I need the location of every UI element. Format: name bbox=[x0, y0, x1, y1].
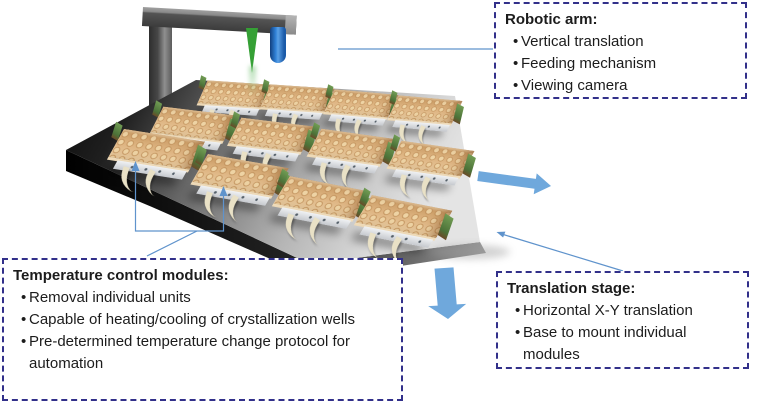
temperature-control-module bbox=[306, 122, 396, 190]
module-cable bbox=[281, 213, 307, 241]
list-item: Capable of heating/cooling of crystalliz… bbox=[21, 309, 381, 331]
callout-list: Horizontal X-Y translation Base to mount… bbox=[507, 300, 739, 366]
temperature-control-module bbox=[386, 134, 476, 202]
platform-front-face bbox=[66, 150, 486, 279]
module-cable bbox=[200, 191, 226, 219]
callout-list: Removal individual units Capable of heat… bbox=[13, 287, 393, 375]
callout-translation-stage: Translation stage: Horizontal X-Y transl… bbox=[496, 271, 749, 369]
list-item: Feeding mechanism bbox=[513, 53, 737, 75]
list-item: Viewing camera bbox=[513, 75, 737, 97]
callout-robotic-arm: Robotic arm: Vertical translation Feedin… bbox=[494, 2, 747, 99]
temperature-control-module bbox=[259, 79, 337, 136]
module-cable bbox=[396, 174, 419, 198]
callout-list: Vertical translation Feeding mechanism V… bbox=[505, 31, 737, 97]
callout-title: Translation stage: bbox=[507, 280, 636, 297]
callout-temperature-modules: Temperature control modules: Removal ind… bbox=[2, 258, 403, 401]
list-item: Horizontal X-Y translation bbox=[515, 300, 720, 322]
temperature-control-module bbox=[353, 187, 454, 265]
camera-cylinder-icon bbox=[270, 27, 286, 63]
callout-title: Temperature control modules: bbox=[13, 267, 229, 284]
list-item: Removal individual units bbox=[21, 287, 381, 309]
dispenser-glow bbox=[249, 66, 256, 96]
temperature-control-module bbox=[323, 84, 400, 141]
list-item: Vertical translation bbox=[513, 31, 737, 53]
temperature-control-module bbox=[227, 111, 317, 179]
gantry-beam-cap bbox=[284, 14, 297, 35]
list-item: Pre-determined temperature change protoc… bbox=[21, 331, 381, 375]
platform-shadow bbox=[430, 245, 510, 259]
callout-title: Robotic arm: bbox=[505, 11, 598, 28]
dispenser-needle-icon bbox=[246, 28, 258, 73]
temperature-control-module bbox=[387, 90, 464, 147]
module-cable bbox=[363, 232, 389, 260]
list-item: Base to mount individual modules bbox=[515, 322, 720, 366]
